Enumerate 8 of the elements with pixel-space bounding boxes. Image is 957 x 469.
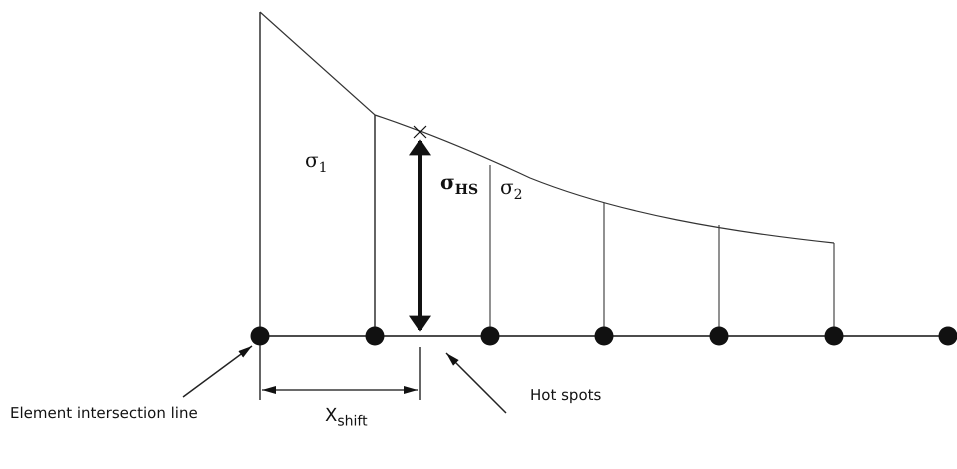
stress-label: σ$_{1}$ — [305, 148, 328, 176]
stress-label: σ$_{HS}$ — [440, 170, 478, 198]
callout-text: Element intersection line — [10, 398, 210, 429]
stress-label: σ$_{2}$ — [500, 175, 523, 203]
leader-line — [445, 352, 507, 414]
dimension-label: X$_{shift}$ — [325, 405, 368, 430]
leader-line — [182, 345, 252, 398]
callout-text: Hot spots — [530, 380, 640, 411]
